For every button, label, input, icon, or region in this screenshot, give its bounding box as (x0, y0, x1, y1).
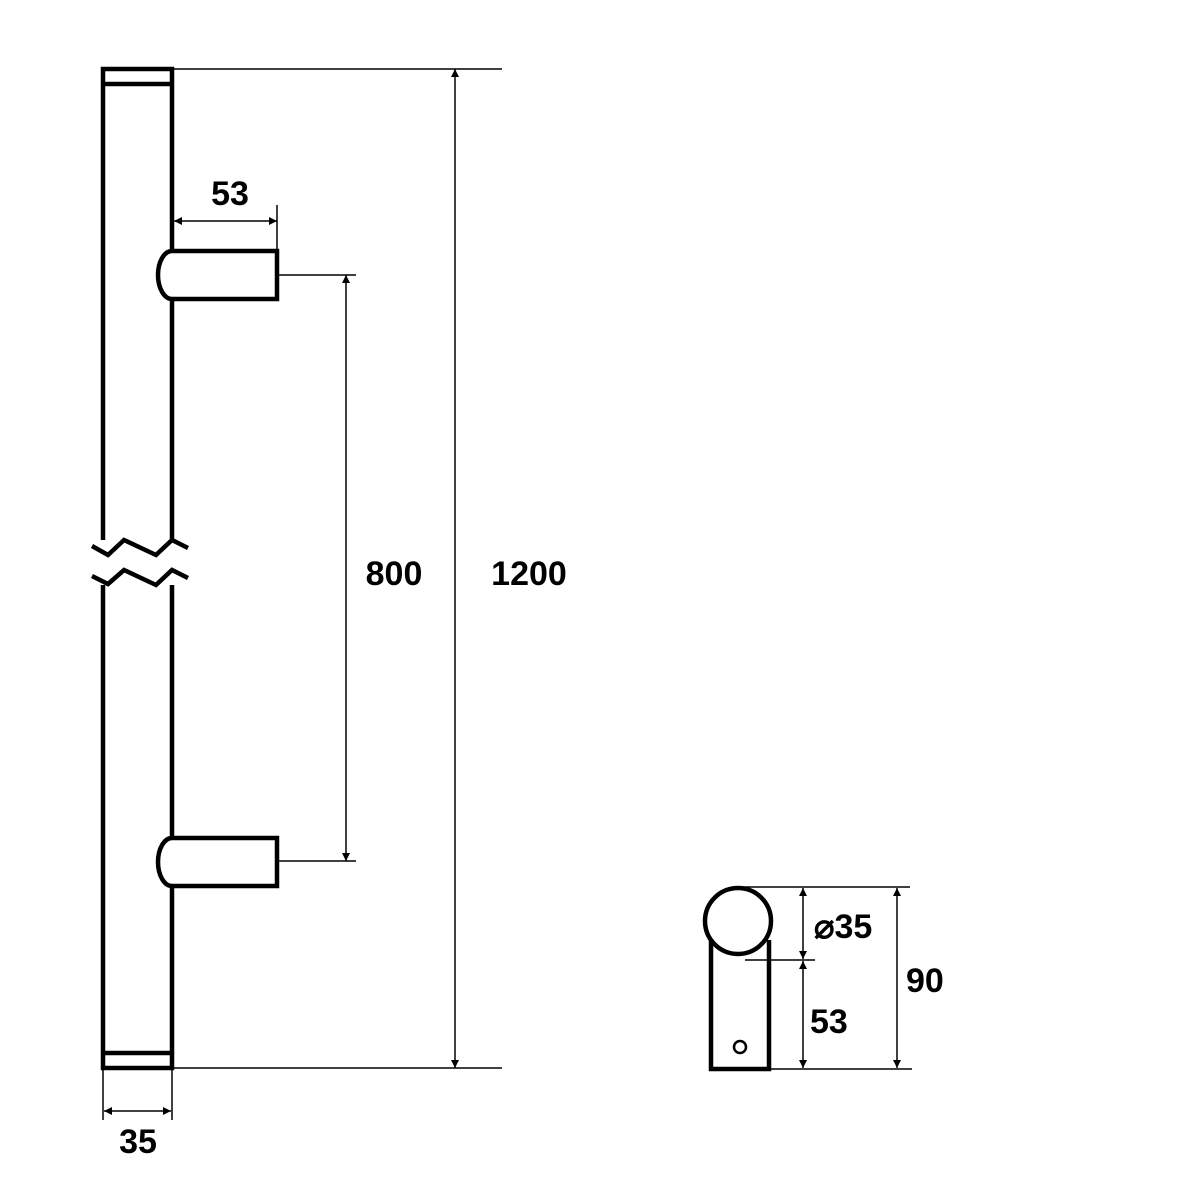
dim-side-diameter: ⌀35 (799, 888, 872, 959)
upper-standoff (155, 248, 280, 302)
dim-label-diameter-35: ⌀35 (814, 908, 872, 946)
dim-side-standoff: 53 (799, 961, 848, 1068)
dim-label-35: 35 (119, 1123, 157, 1161)
standoff-profile (708, 940, 772, 1072)
dim-side-total: 90 (893, 888, 944, 1068)
dim-standoff-depth: 53 (174, 175, 278, 251)
front-view: 53 800 1200 35 (90, 66, 567, 1161)
dim-total-length: 1200 (172, 68, 567, 1069)
dim-label-90: 90 (906, 962, 944, 1000)
side-view: ⌀35 53 90 (702, 885, 944, 1072)
lower-standoff (155, 835, 280, 889)
break-symbol (90, 537, 190, 588)
dim-center-distance: 800 (279, 274, 423, 862)
dim-bar-diameter: 35 (102, 1068, 173, 1161)
bar-section (702, 885, 774, 957)
fixing-hole (732, 1039, 748, 1055)
dim-label-800: 800 (366, 555, 423, 593)
dim-label-53-side: 53 (810, 1003, 848, 1041)
dim-label-53: 53 (211, 175, 249, 213)
handle-bar (100, 66, 175, 1071)
dim-label-1200: 1200 (491, 555, 567, 593)
